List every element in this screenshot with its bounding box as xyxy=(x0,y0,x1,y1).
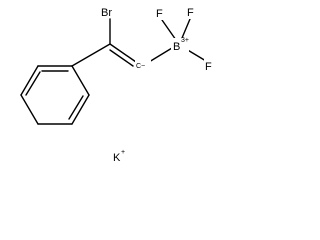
ring-bond-6 xyxy=(20,65,39,96)
ring-bond-3 xyxy=(71,94,90,125)
boron-fluorine-bond-left xyxy=(161,19,177,41)
ring-bond-2 xyxy=(71,65,90,96)
benzene-ring xyxy=(20,65,90,125)
chemical-structure: Br C− B 3+ F F F K + xyxy=(20,7,212,164)
ring-bond-5 xyxy=(20,94,39,125)
boron-fluorine-bond-right xyxy=(185,48,207,62)
potassium-label: K xyxy=(113,152,121,164)
phenyl-vinyl-bond xyxy=(71,43,111,67)
alkene-bond-1 xyxy=(109,43,137,63)
bromine-label: Br xyxy=(101,7,112,19)
fluorine-label-right: F xyxy=(205,61,212,73)
alkene-bond-2 xyxy=(109,49,134,67)
boron-fluorine-bond-top xyxy=(181,18,191,39)
carbanion-label: C− xyxy=(136,63,145,70)
carbon-boron-bond xyxy=(148,47,173,63)
fluorine-label-top-right: F xyxy=(187,7,194,19)
ring-double-bond-3 xyxy=(25,71,41,96)
boron-charge-label: 3+ xyxy=(181,37,189,44)
potassium-charge-label: + xyxy=(121,149,125,156)
fluorine-label-top-left: F xyxy=(156,8,163,20)
ring-double-bond-2 xyxy=(68,95,84,120)
boron-label: B xyxy=(173,41,180,53)
